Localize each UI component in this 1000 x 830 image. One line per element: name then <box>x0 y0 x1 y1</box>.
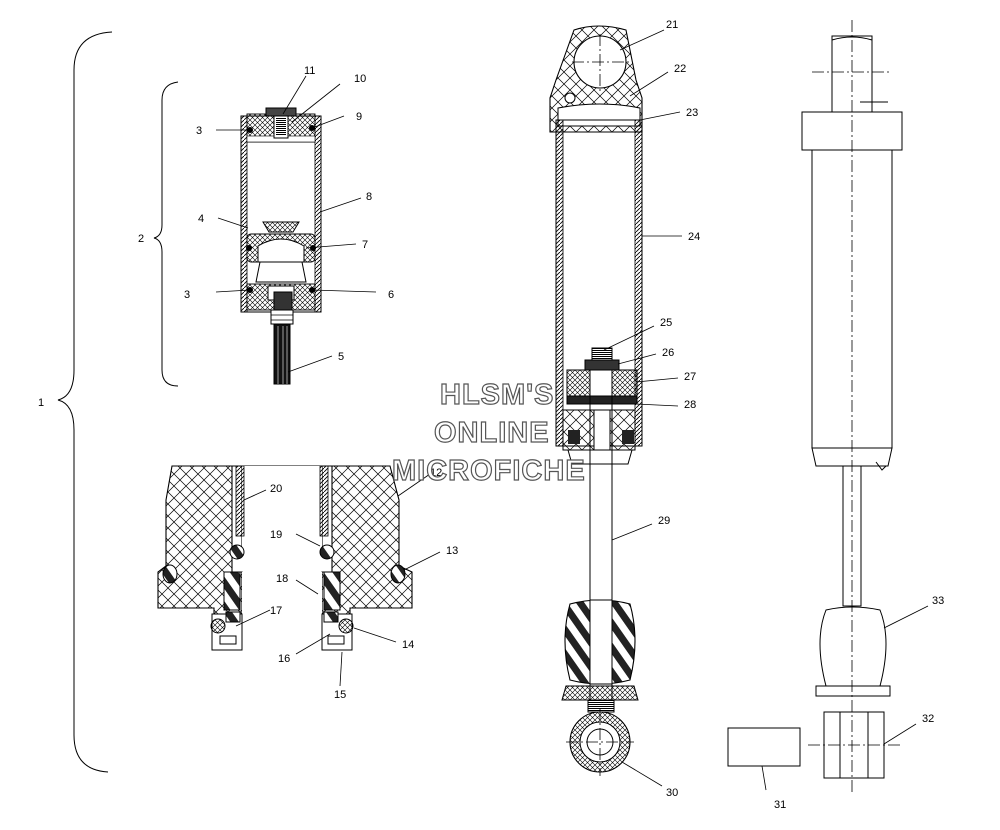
callout-8: 8 <box>366 191 372 203</box>
callout-24: 24 <box>688 231 700 243</box>
callout-19: 19 <box>270 529 282 541</box>
callout-4: 4 <box>198 213 204 225</box>
callout-17: 17 <box>270 605 282 617</box>
watermark: HLSM'S ONLINE MICROFICHE <box>391 378 586 487</box>
seal-head-detail <box>157 465 413 652</box>
callout-labels: 1 2 3 3 4 5 6 7 8 9 10 11 12 13 14 15 16… <box>38 19 944 811</box>
callout-9: 9 <box>356 111 362 123</box>
leader-lines <box>215 29 929 791</box>
callout-11: 11 <box>304 65 315 77</box>
callout-33: 33 <box>932 595 944 607</box>
callout-20: 20 <box>270 483 282 495</box>
callout-5: 5 <box>338 351 344 363</box>
callout-14: 14 <box>402 639 414 651</box>
callout-23: 23 <box>686 107 698 119</box>
callout-10: 10 <box>354 73 366 85</box>
callout-22: 22 <box>674 63 686 75</box>
callout-12: 12 <box>430 467 442 479</box>
callout-3-top: 3 <box>196 125 202 137</box>
callout-13: 13 <box>446 545 458 557</box>
callout-16: 16 <box>278 653 290 665</box>
callout-21: 21 <box>666 19 678 31</box>
callout-32: 32 <box>922 713 934 725</box>
callout-25: 25 <box>660 317 672 329</box>
callout-18: 18 <box>276 573 288 585</box>
brace-assembly-1 <box>57 31 113 773</box>
callout-1: 1 <box>38 397 44 409</box>
watermark-line-1: HLSM'S <box>440 379 554 411</box>
callout-26: 26 <box>662 347 674 359</box>
callout-2: 2 <box>138 233 144 245</box>
brace-assembly-2 <box>153 81 179 387</box>
callout-3-bottom: 3 <box>184 289 190 301</box>
shock-assembled <box>727 20 903 792</box>
callout-29: 29 <box>658 515 670 527</box>
callout-31: 31 <box>774 799 786 811</box>
callout-28: 28 <box>684 399 696 411</box>
shock-cutaway <box>549 25 643 776</box>
callout-7: 7 <box>362 239 368 251</box>
reservoir-assembly <box>240 107 322 385</box>
watermark-line-3: MICROFICHE <box>392 455 586 487</box>
watermark-line-2: ONLINE <box>434 417 550 449</box>
callout-30: 30 <box>666 787 678 799</box>
callout-15: 15 <box>334 689 346 701</box>
callout-27: 27 <box>684 371 696 383</box>
callout-6: 6 <box>388 289 394 301</box>
